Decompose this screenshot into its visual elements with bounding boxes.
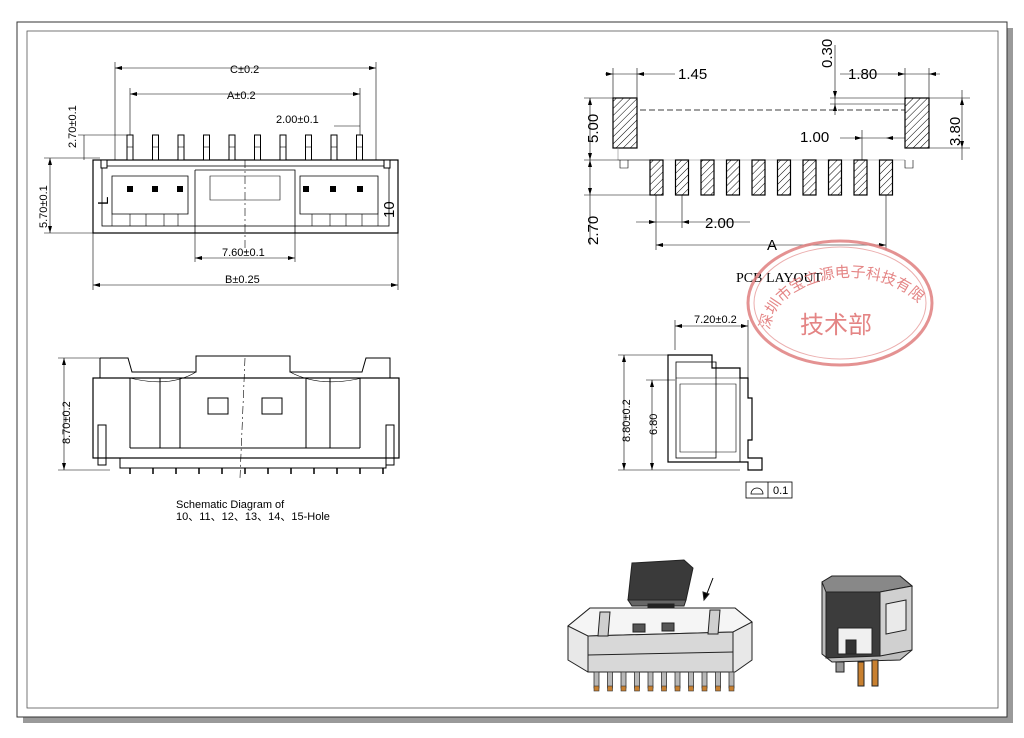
flatness-value: 0.1 xyxy=(773,485,788,497)
pcb-signal-pads xyxy=(649,159,894,196)
pcb-arrows xyxy=(588,72,964,247)
front-contact xyxy=(177,186,183,192)
caption-line-2: 10、11、12、13、14、15-Hole xyxy=(176,511,330,523)
pcb-signal-pad xyxy=(802,159,817,196)
front-contact xyxy=(303,186,309,192)
marker-left: L xyxy=(95,197,112,205)
iso-pin xyxy=(661,671,667,689)
iso-pin xyxy=(607,671,613,689)
iso-pin xyxy=(701,671,708,689)
end-width-label: 7.20±0.2 xyxy=(694,314,737,326)
dim-b-label: B±0.25 xyxy=(225,274,260,286)
inner-frame xyxy=(26,30,999,709)
side-view xyxy=(58,355,400,479)
pcb-dim-270: 2.70 xyxy=(585,216,602,245)
front-pin xyxy=(305,134,312,161)
pcb-signal-pad xyxy=(827,159,843,196)
dim-pitch-label: 2.00±0.1 xyxy=(276,114,319,126)
dim-a-label: A±0.2 xyxy=(227,90,256,102)
pcb-signal-pad xyxy=(725,159,741,196)
caption-line-1: Schematic Diagram of xyxy=(176,499,285,511)
pcb-dim-500: 5.00 xyxy=(585,114,602,143)
pcb-signal-pad xyxy=(674,159,690,196)
dim-height-label: 5.70±0.1 xyxy=(38,185,50,228)
front-view-arrows xyxy=(48,66,398,287)
iso-pin xyxy=(728,671,735,689)
pcb-left-mount-pad xyxy=(612,97,638,149)
front-pin xyxy=(152,134,159,161)
pcb-dim-a: A xyxy=(767,237,777,254)
iso-view-connector xyxy=(567,559,753,673)
pcb-dim-145: 1.45 xyxy=(678,66,707,83)
pcb-dim-380: 3.80 xyxy=(947,117,964,146)
front-pin xyxy=(203,134,210,161)
front-pin xyxy=(126,134,134,161)
front-pin xyxy=(177,134,185,161)
iso-pin-tip xyxy=(688,685,694,692)
pcb-dim-200: 2.00 xyxy=(705,215,734,232)
iso-pin xyxy=(674,671,681,689)
front-pin xyxy=(330,134,338,161)
iso-pin-tip xyxy=(728,685,735,692)
front-contact xyxy=(152,186,158,192)
side-height-label: 8.70±0.2 xyxy=(61,401,73,444)
dim-center-label: 7.60±0.1 xyxy=(222,247,265,259)
front-pin xyxy=(254,134,261,161)
end-inner-label: 6.80 xyxy=(648,414,660,435)
pcb-dim-030: 0.30 xyxy=(819,39,836,68)
stamp-department-text: 技术部 xyxy=(800,311,872,339)
pcb-signal-pad xyxy=(751,159,766,196)
end-view xyxy=(618,320,793,499)
dim-pin-height-label: 2.70±0.1 xyxy=(67,105,79,148)
pcb-signal-pad xyxy=(853,159,868,196)
iso-pin xyxy=(688,671,694,689)
pcb-dim-180: 1.80 xyxy=(848,66,877,83)
iso-pin-tip xyxy=(634,685,640,692)
end-height-label: 8.80±0.2 xyxy=(621,399,633,442)
front-pin xyxy=(356,134,363,161)
iso-view-pins xyxy=(593,671,735,692)
end-view-arrows xyxy=(622,324,748,470)
pcb-signal-pad xyxy=(649,159,664,196)
front-pin xyxy=(228,134,236,161)
pcb-dim-100: 1.00 xyxy=(800,129,829,146)
iso-pin-tip xyxy=(674,685,681,692)
front-contact xyxy=(127,186,133,192)
iso-pin-tip xyxy=(593,685,600,692)
dim-c-label: C±0.2 xyxy=(230,64,259,76)
pcb-signal-pad xyxy=(700,159,715,196)
iso-view-end xyxy=(821,575,914,687)
side-view-arrows xyxy=(62,358,66,470)
pcb-signal-pad xyxy=(776,159,792,196)
marker-right: 10 xyxy=(381,201,398,218)
front-contact xyxy=(357,186,363,192)
pcb-signal-pad xyxy=(878,159,894,196)
iso-pin xyxy=(715,671,721,689)
front-view-pins xyxy=(126,134,363,192)
iso-pin xyxy=(593,671,600,689)
iso-pin-tip xyxy=(607,685,613,692)
iso-pin-tip xyxy=(661,685,667,692)
front-contact xyxy=(330,186,336,192)
iso-pin-tip xyxy=(647,685,654,692)
pcb-right-mount-pad xyxy=(904,97,930,149)
iso-pin xyxy=(647,671,654,689)
iso-pin xyxy=(620,671,627,689)
iso-pin-tip xyxy=(701,685,708,692)
side-view-pins xyxy=(129,468,384,474)
iso-pin-tip xyxy=(620,685,627,692)
front-pin xyxy=(279,134,287,161)
iso-pin-tip xyxy=(715,685,721,692)
iso-pin xyxy=(634,671,640,689)
